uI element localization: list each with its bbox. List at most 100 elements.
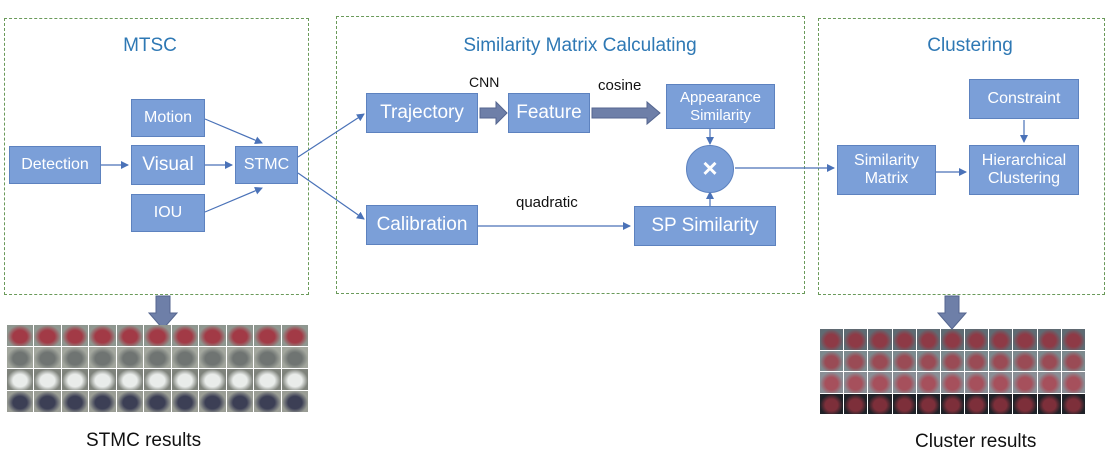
- vehicle-thumbnail: [940, 393, 965, 414]
- vehicle-thumbnail: [7, 325, 34, 346]
- vehicle-thumbnail: [989, 350, 1013, 371]
- node-detection: Detection: [9, 146, 101, 184]
- vehicle-thumbnail: [171, 391, 199, 412]
- hierarchical-line-2: Clustering: [987, 170, 1061, 187]
- mtsc-title: MTSC: [123, 35, 177, 56]
- vehicle-thumbnail: [1061, 350, 1085, 371]
- vehicle-thumbnail: [844, 350, 868, 371]
- appearance-line-1: Appearance: [680, 89, 761, 107]
- vehicle-thumbnail: [61, 391, 89, 412]
- vehicle-thumbnail: [226, 391, 254, 412]
- node-feature: Feature: [508, 93, 590, 133]
- vehicle-thumbnail: [1061, 393, 1085, 414]
- clustering-title: Clustering: [927, 35, 1013, 56]
- vehicle-thumbnail: [916, 329, 940, 350]
- vehicle-thumbnail: [844, 329, 868, 350]
- similarity-panel: [336, 16, 805, 294]
- node-hierarchical-clustering: Hierarchical Clustering: [969, 145, 1079, 195]
- vehicle-thumbnail: [1037, 372, 1061, 393]
- vehicle-thumbnail: [199, 347, 226, 368]
- vehicle-thumbnail: [226, 325, 254, 346]
- vehicle-thumbnail: [965, 393, 989, 414]
- node-constraint: Constraint: [969, 79, 1079, 119]
- vehicle-thumbnail: [965, 350, 989, 371]
- node-stmc: STMC: [235, 146, 298, 184]
- vehicle-thumbnail: [1037, 350, 1061, 371]
- vehicle-thumbnail: [34, 325, 61, 346]
- vehicle-thumbnail: [820, 372, 844, 393]
- vehicle-thumbnail: [844, 372, 868, 393]
- down-arrow-cluster-results: [936, 295, 968, 330]
- edge-feature-appearance: [591, 100, 661, 126]
- node-iou: IOU: [131, 194, 205, 232]
- node-trajectory: Trajectory: [366, 93, 478, 133]
- vehicle-thumbnail: [254, 391, 281, 412]
- vehicle-thumbnail: [144, 391, 171, 412]
- vehicle-thumbnail: [171, 347, 199, 368]
- vehicle-thumbnail: [7, 347, 34, 368]
- vehicle-thumbnail: [199, 391, 226, 412]
- vehicle-thumbnail: [281, 347, 308, 368]
- vehicle-thumbnail: [281, 391, 308, 412]
- vehicle-thumbnail: [940, 372, 965, 393]
- edge-iou-stmc: [204, 187, 263, 213]
- similarity-title: Similarity Matrix Calculating: [463, 35, 697, 56]
- vehicle-thumbnail: [89, 369, 116, 390]
- vehicle-thumbnail: [868, 329, 892, 350]
- edge-stmc-trajectory: [297, 113, 365, 158]
- vehicle-thumbnail: [116, 369, 144, 390]
- vehicle-thumbnail: [89, 347, 116, 368]
- node-sp-similarity: SP Similarity: [634, 206, 776, 246]
- edge-label-quadratic: quadratic: [516, 194, 578, 211]
- vehicle-thumbnail: [989, 393, 1013, 414]
- vehicle-thumbnail: [144, 347, 171, 368]
- vehicle-thumbnail: [61, 369, 89, 390]
- vehicle-thumbnail: [892, 372, 916, 393]
- vehicle-thumbnail: [171, 325, 199, 346]
- vehicle-thumbnail: [199, 325, 226, 346]
- edge-trajectory-feature: [479, 100, 508, 126]
- clustering-panel: [818, 18, 1105, 295]
- vehicle-thumbnail: [89, 325, 116, 346]
- vehicle-thumbnail: [1013, 372, 1037, 393]
- vehicle-thumbnail: [226, 347, 254, 368]
- vehicle-thumbnail: [281, 325, 308, 346]
- edge-label-cosine: cosine: [598, 77, 642, 94]
- vehicle-thumbnail: [144, 369, 171, 390]
- cluster-results-caption: Cluster results: [915, 431, 1037, 452]
- vehicle-thumbnail: [868, 393, 892, 414]
- vehicle-thumbnail: [89, 391, 116, 412]
- vehicle-thumbnail: [7, 369, 34, 390]
- vehicle-thumbnail: [820, 329, 844, 350]
- vehicle-thumbnail: [254, 325, 281, 346]
- edge-label-cnn: CNN: [469, 74, 500, 90]
- vehicle-thumbnail: [34, 347, 61, 368]
- vehicle-thumbnail: [965, 372, 989, 393]
- stmc-results-image: [7, 325, 309, 413]
- vehicle-thumbnail: [1061, 372, 1085, 393]
- stmc-results-caption: STMC results: [86, 430, 202, 451]
- node-similarity-matrix: Similarity Matrix: [837, 145, 936, 195]
- node-appearance-similarity: Appearance Similarity: [666, 84, 775, 129]
- vehicle-thumbnail: [940, 329, 965, 350]
- vehicle-thumbnail: [820, 393, 844, 414]
- vehicle-thumbnail: [1037, 393, 1061, 414]
- node-calibration: Calibration: [366, 205, 478, 245]
- vehicle-thumbnail: [844, 393, 868, 414]
- vehicle-thumbnail: [916, 372, 940, 393]
- vehicle-thumbnail: [144, 325, 171, 346]
- edge-stmc-calibration: [297, 172, 365, 220]
- vehicle-thumbnail: [892, 350, 916, 371]
- cluster-results-image: [820, 329, 1086, 415]
- vehicle-thumbnail: [61, 347, 89, 368]
- vehicle-thumbnail: [989, 329, 1013, 350]
- node-multiply: ×: [686, 145, 734, 193]
- hierarchical-line-1: Hierarchical: [981, 151, 1067, 169]
- appearance-line-2: Similarity: [690, 106, 751, 124]
- vehicle-thumbnail: [116, 325, 144, 346]
- vehicle-thumbnail: [1037, 329, 1061, 350]
- vehicle-thumbnail: [254, 369, 281, 390]
- vehicle-thumbnail: [199, 369, 226, 390]
- vehicle-thumbnail: [965, 329, 989, 350]
- vehicle-thumbnail: [868, 372, 892, 393]
